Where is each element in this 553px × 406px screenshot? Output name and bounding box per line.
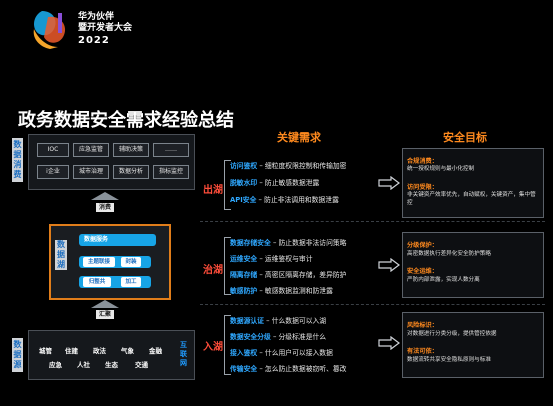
consume-cell: 数据分析 <box>113 165 149 179</box>
requirement-item: API安全 – 防止非法调用和数据泄露 <box>230 196 339 204</box>
lake-row2: 归整共 加工 <box>79 276 151 288</box>
source-side-label: 数据源 <box>12 338 23 372</box>
collect-tag: 汇聚 <box>96 310 114 319</box>
right-arrow-icon <box>378 336 400 350</box>
lake-row1: 主题联接 封装 <box>79 256 151 268</box>
conference-name-line1: 华为伙伴 <box>78 12 115 22</box>
requirement-item: 数据存储安全 – 防止数据非法访问策略 <box>230 239 347 247</box>
requirement-item: 数据源认证 – 什么数据可以入湖 <box>230 317 327 325</box>
goal-title: 安全运维： <box>407 268 438 275</box>
requirement-item: 数据安全分级 – 分级标准是什么 <box>230 333 327 341</box>
lake-service-pill: 数据服务 <box>79 234 156 246</box>
goal-desc: 高密数据执行差异化安全防护策略 <box>407 251 491 257</box>
conference-logo <box>33 11 66 49</box>
goals-header: 安全目标 <box>443 131 487 144</box>
requirement-item: 接入鉴权 – 什么用户可以接入数据 <box>230 349 333 357</box>
consume-box: IOC 应急监管 辅助决策 …… i企业 城市治理 数据分析 指标监控 <box>28 134 195 190</box>
source-right-label: 互联网 <box>180 341 187 367</box>
conference-year: 2022 <box>78 35 110 46</box>
goal-desc: 严防内部泄露，实现人数分离 <box>407 277 480 283</box>
source-item: 城管 <box>39 347 52 355</box>
requirement-item: 脱敏水印 – 防止敏感数据泄露 <box>230 179 320 187</box>
data-lake-label: 数据湖 <box>55 240 67 270</box>
goal-box-govern: 分级保护： 高密数据执行差异化安全防护策略 安全运维： 严防内部泄露，实现人数分… <box>402 232 544 298</box>
goal-title: 风险标识： <box>407 322 438 329</box>
section-divider <box>200 304 545 305</box>
consume-cell: i企业 <box>37 165 69 179</box>
goal-desc: 对数据进行分类分级，提供管控依据 <box>407 331 497 337</box>
source-item: 应急 <box>49 361 62 369</box>
requirement-item: 隔离存储 – 高密区隔离存储，差异防护 <box>230 271 347 279</box>
consume-cell: 应急监管 <box>73 143 109 157</box>
conference-name-line2: 暨开发者大会 <box>78 23 133 33</box>
source-item: 政法 <box>93 347 106 355</box>
consume-side-label: 数据消费 <box>12 138 23 182</box>
conference-name: 华为伙伴 暨开发者大会 <box>78 12 132 34</box>
stage-label-out: 出湖 <box>203 185 223 196</box>
stage-label-in: 入湖 <box>203 342 223 353</box>
source-box: 城管 住建 政法 气象 金融 应急 人社 生态 交通 互联网 <box>28 330 195 380</box>
right-arrow-icon <box>378 176 400 190</box>
consume-cell: 指标监控 <box>153 165 189 179</box>
source-item: 交通 <box>135 361 148 369</box>
source-item: 金融 <box>149 347 162 355</box>
stage-label-govern: 治湖 <box>203 265 223 276</box>
stage-bracket <box>224 237 231 295</box>
right-arrow-icon <box>378 258 400 272</box>
goal-title: 访问受限： <box>407 184 438 191</box>
lake-row1-b: 封装 <box>121 257 141 267</box>
goal-box-out: 合规消费： 统一授权规则与最小化控制 访问受限： 非关键资产效率优先，自动赋权，… <box>402 148 544 218</box>
lake-row2-a: 归整共 <box>83 277 111 287</box>
goal-title: 分级保护： <box>407 242 438 249</box>
section-divider <box>200 221 545 222</box>
requirement-item: 运维安全 – 运维鉴权与审计 <box>230 255 313 263</box>
goal-title: 合规消费： <box>407 158 438 165</box>
consume-cell: …… <box>153 143 189 157</box>
source-item: 生态 <box>105 361 118 369</box>
lake-row1-a: 主题联接 <box>83 257 115 267</box>
consume-arrow-icon <box>91 192 119 200</box>
requirement-item: 访问鉴权 – 细粒度权限控制和传输加密 <box>230 162 347 170</box>
goal-desc: 数据流转共享安全隐私原则与标准 <box>407 357 491 363</box>
consume-cell: 辅助决策 <box>113 143 149 157</box>
requirements-header: 关键需求 <box>277 131 321 144</box>
goal-box-in: 风险标识： 对数据进行分类分级，提供管控依据 有法可依： 数据流转共享安全隐私原… <box>402 312 544 378</box>
requirement-item: 传输安全 – 怎么防止数据被窃听、篡改 <box>230 365 347 373</box>
lake-row2-b: 加工 <box>121 277 141 287</box>
goal-desc: 非关键资产效率优先，自动赋权，关键资产，集中管控 <box>407 192 536 206</box>
page-title: 政务数据安全需求经验总结 <box>18 110 234 131</box>
source-item: 气象 <box>121 347 134 355</box>
consume-tag: 消费 <box>96 203 114 212</box>
source-item: 住建 <box>65 347 78 355</box>
requirement-item: 敏感防护 – 敏感数据监测和防泄露 <box>230 287 333 295</box>
consume-cell: 城市治理 <box>73 165 109 179</box>
collect-arrow-icon <box>91 300 119 308</box>
stage-bracket <box>224 160 231 210</box>
data-lake-box: 数据湖 数据服务 主题联接 封装 归整共 加工 <box>49 224 171 300</box>
source-item: 人社 <box>77 361 90 369</box>
consume-cell: IOC <box>37 143 69 157</box>
goal-title: 有法可依： <box>407 348 438 355</box>
goal-desc: 统一授权规则与最小化控制 <box>407 166 475 172</box>
stage-bracket <box>224 315 231 375</box>
